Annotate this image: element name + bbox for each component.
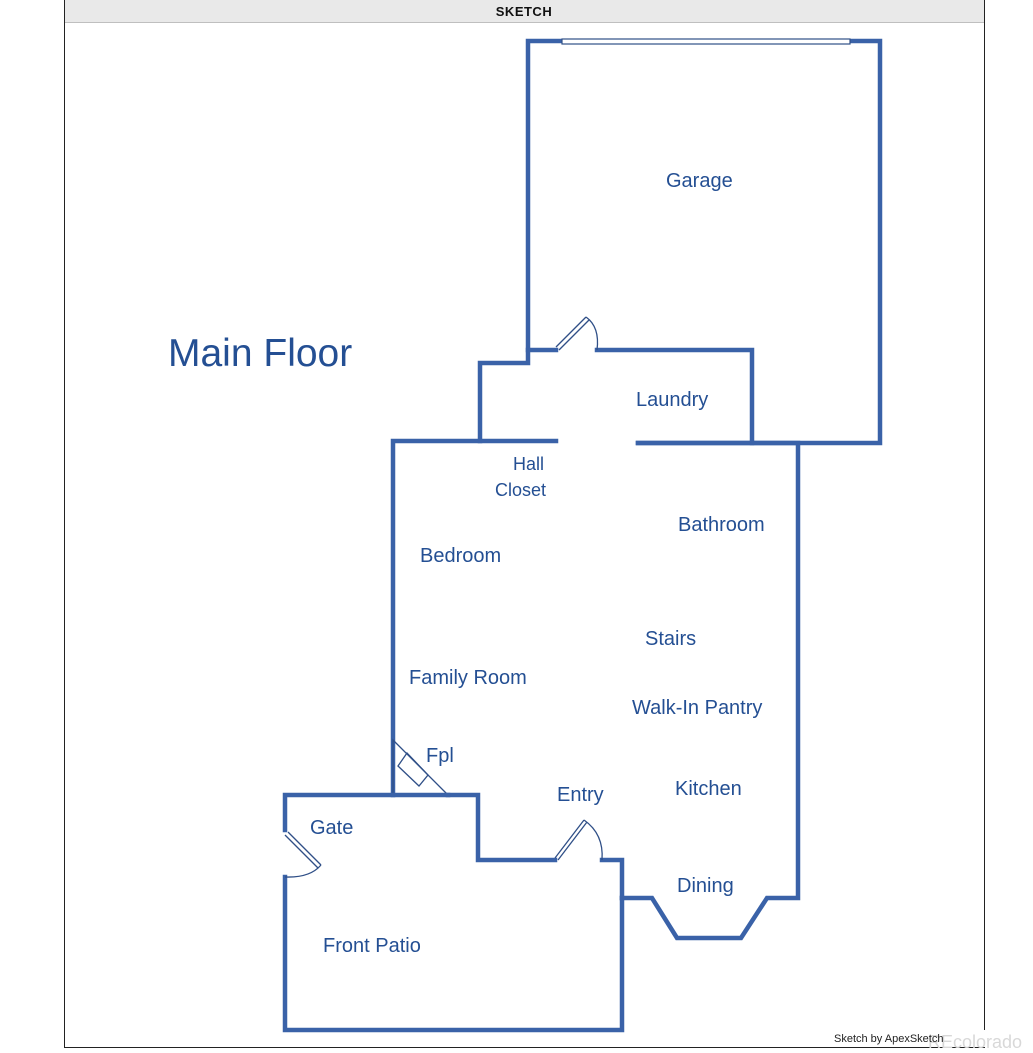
- bedroom-label: Bedroom: [420, 545, 501, 567]
- walk-in-pantry-label: Walk-In Pantry: [632, 697, 762, 719]
- garage-walls: [525, 38, 883, 446]
- gate-label: Gate: [310, 817, 353, 839]
- bathroom-label: Bathroom: [678, 514, 765, 536]
- entry-door: [554, 819, 603, 861]
- garage-door: [561, 38, 851, 45]
- floor-title: Main Floor: [168, 332, 352, 375]
- dining-label: Dining: [677, 875, 734, 897]
- sketch-credit: Sketch by ApexSketch: [834, 1033, 944, 1045]
- kitchen-label: Kitchen: [675, 778, 742, 800]
- front-patio-walls: [282, 792, 625, 1033]
- closet-label: Closet: [495, 480, 546, 500]
- stairs-label: Stairs: [645, 628, 696, 650]
- garage-label: Garage: [666, 170, 733, 192]
- gate-door: [284, 831, 322, 878]
- frame-right-border: [984, 0, 985, 1030]
- family-room-label: Family Room: [409, 667, 527, 689]
- laundry-walls: [477, 347, 755, 446]
- frame-left-border: [64, 0, 65, 1048]
- front-patio-label: Front Patio: [323, 935, 421, 957]
- sketch-header: SKETCH: [64, 0, 984, 23]
- main-walls: [390, 438, 801, 941]
- watermark: REcolorado: [928, 1032, 1023, 1052]
- laundry-label: Laundry: [636, 389, 708, 411]
- frame-bottom-border: [64, 1047, 985, 1048]
- entry-label: Entry: [557, 784, 604, 806]
- hall-label: Hall: [513, 454, 544, 474]
- fpl-label: Fpl: [426, 745, 454, 767]
- garage-laundry-door: [555, 316, 599, 351]
